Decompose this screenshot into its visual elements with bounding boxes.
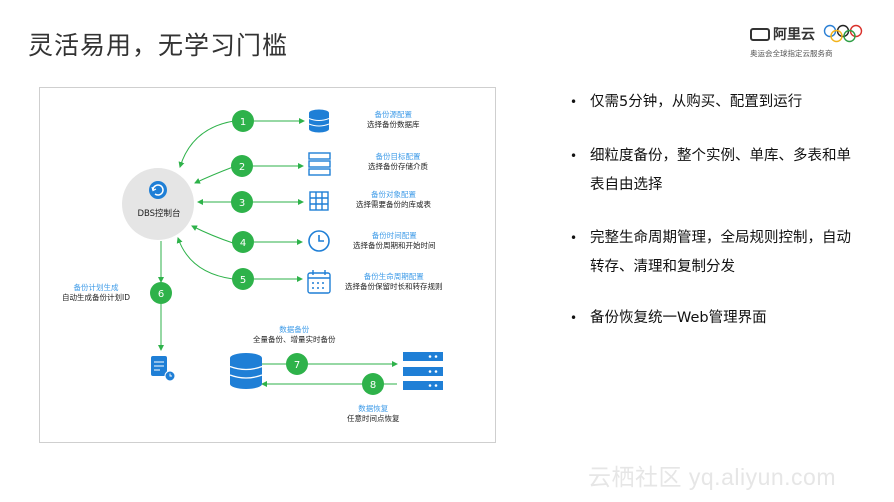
storage-servers-icon — [403, 352, 443, 390]
clock-icon — [308, 230, 330, 252]
svg-text:5: 5 — [240, 275, 246, 286]
step-1-label: 备份源配置选择备份数据库 — [367, 110, 420, 129]
calendar-icon — [307, 270, 331, 294]
svg-text:3: 3 — [239, 198, 245, 209]
step-6-badge: 6 — [150, 282, 172, 304]
center-label: DBS控制台 — [137, 209, 181, 219]
svg-text:4: 4 — [240, 238, 246, 249]
diagram-canvas: 1 2 3 4 5 6 7 8 — [122, 109, 443, 395]
olympic-rings-icon — [823, 24, 863, 43]
dbs-console-node — [122, 168, 194, 240]
step-8-badge: 8 — [362, 373, 384, 395]
step-2-badge: 2 — [231, 155, 253, 177]
step-1-badge: 1 — [232, 110, 254, 132]
step-8-label: 数据恢复任意时间点恢复 — [347, 404, 400, 423]
table-grid-icon — [309, 191, 329, 211]
step-4-label: 备份时间配置选择备份周期和开始时间 — [353, 231, 436, 250]
backup-plan-icon — [151, 356, 176, 382]
step-5-badge: 5 — [232, 268, 254, 290]
database-large-icon — [229, 353, 263, 389]
dbs-workflow-diagram: 1 2 3 4 5 6 7 8 — [39, 87, 496, 443]
server-storage-icon — [308, 152, 331, 176]
arrow-4-to-console — [191, 225, 234, 244]
refresh-icon — [149, 181, 167, 199]
arrow-2-to-console — [194, 166, 234, 184]
step-6-label: 备份计划生成自动生成备份计划ID — [62, 283, 130, 302]
svg-text:7: 7 — [294, 360, 300, 371]
step-3-label: 备份对象配置选择需要备份的库或表 — [356, 190, 431, 209]
arrow-1-to-console — [178, 120, 235, 168]
svg-text:2: 2 — [239, 162, 245, 173]
database-icon — [308, 109, 330, 133]
watermark: 云栖社区 yq.aliyun.com — [588, 464, 837, 490]
slide-title: 灵活易用，无学习门槛 — [28, 31, 289, 60]
step-5-label: 备份生命周期配置选择备份保留时长和转存规则 — [345, 272, 443, 291]
step-2-label: 备份目标配置选择备份存储介质 — [368, 152, 428, 171]
svg-text:1: 1 — [240, 117, 246, 128]
svg-text:8: 8 — [370, 380, 376, 391]
step-7-badge: 7 — [286, 353, 308, 375]
aliyun-mark-icon — [750, 28, 770, 41]
arrow-5-to-console — [176, 237, 234, 280]
aliyun-logo: 阿里云 奥运会全球指定云服务商 — [750, 24, 886, 64]
step-4-badge: 4 — [232, 231, 254, 253]
step-7-label: 数据备份全量备份、增量实时备份 — [253, 325, 336, 344]
logo-tagline: 奥运会全球指定云服务商 — [750, 49, 833, 58]
logo-brand: 阿里云 — [750, 24, 866, 44]
step-3-badge: 3 — [231, 191, 253, 213]
svg-text:6: 6 — [158, 289, 164, 300]
